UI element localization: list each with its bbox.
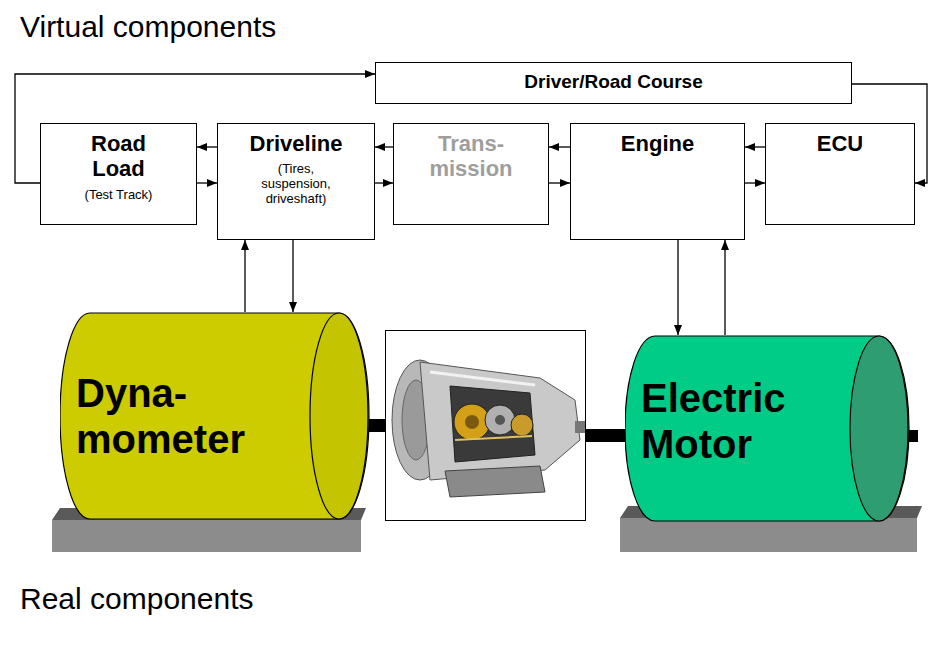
- gear-hub: [465, 415, 479, 429]
- node-title: Driver/Road Course: [524, 71, 702, 93]
- signal-arrow: [677, 240, 678, 335]
- shaft-line: [455, 436, 532, 440]
- gear-hub: [495, 415, 505, 425]
- oil-pan: [445, 466, 545, 497]
- machine-cylinder: Dyna- mometer: [60, 312, 370, 520]
- signal-arrow: [375, 182, 393, 183]
- case: [420, 362, 580, 480]
- cylinder-outline: [60, 312, 370, 520]
- cylinder-end: [850, 336, 908, 521]
- highlight: [430, 372, 535, 385]
- section-label: Real components: [20, 582, 253, 617]
- cylinder-body: [60, 313, 369, 519]
- node-note: (Tires, suspension, driveshaft): [250, 162, 342, 207]
- gear: [485, 405, 515, 435]
- signal-arrow: [549, 146, 570, 147]
- cylinder-body: [625, 336, 909, 521]
- signal-arrow: [745, 182, 765, 183]
- base-front: [620, 518, 917, 552]
- process-box: Road Load (Test Track): [40, 123, 197, 225]
- signal-arrow: [197, 146, 217, 147]
- signal-arrow: [549, 182, 570, 183]
- base-front: [52, 520, 361, 552]
- machine-cylinder: Electric Motor: [625, 335, 910, 522]
- node-title: Road Load: [84, 131, 154, 182]
- node-title: Trans- mission: [421, 131, 521, 182]
- signal-arrow: [197, 182, 217, 183]
- process-box: Engine: [570, 123, 745, 240]
- signal-arrow: [745, 146, 765, 147]
- process-box: Driveline (Tires, suspension, driveshaft): [217, 123, 375, 240]
- transmission-picture: [392, 360, 585, 497]
- node-note: (Test Track): [85, 188, 153, 203]
- cutaway: [450, 386, 535, 462]
- node-title: ECU: [817, 131, 863, 156]
- signal-arrow: [724, 240, 725, 335]
- node-title: Dyna- mometer: [76, 370, 266, 462]
- picture-frame: [386, 331, 586, 521]
- node-title: Engine: [621, 131, 694, 156]
- signal-arrow: [375, 146, 393, 147]
- signal-arrow: [244, 240, 245, 312]
- cylinder-end: [310, 313, 368, 519]
- gear: [511, 414, 533, 436]
- process-box: Driver/Road Course: [375, 62, 852, 104]
- node-title: Electric Motor: [641, 375, 816, 467]
- signal-arrow: [292, 240, 293, 312]
- process-box: Trans- mission: [393, 123, 549, 225]
- gear: [454, 404, 490, 440]
- tail-shaft: [575, 421, 585, 433]
- shaft: [584, 429, 630, 442]
- node-title: Driveline: [250, 131, 343, 156]
- process-box: ECU: [765, 123, 915, 225]
- section-label: Virtual components: [20, 10, 276, 45]
